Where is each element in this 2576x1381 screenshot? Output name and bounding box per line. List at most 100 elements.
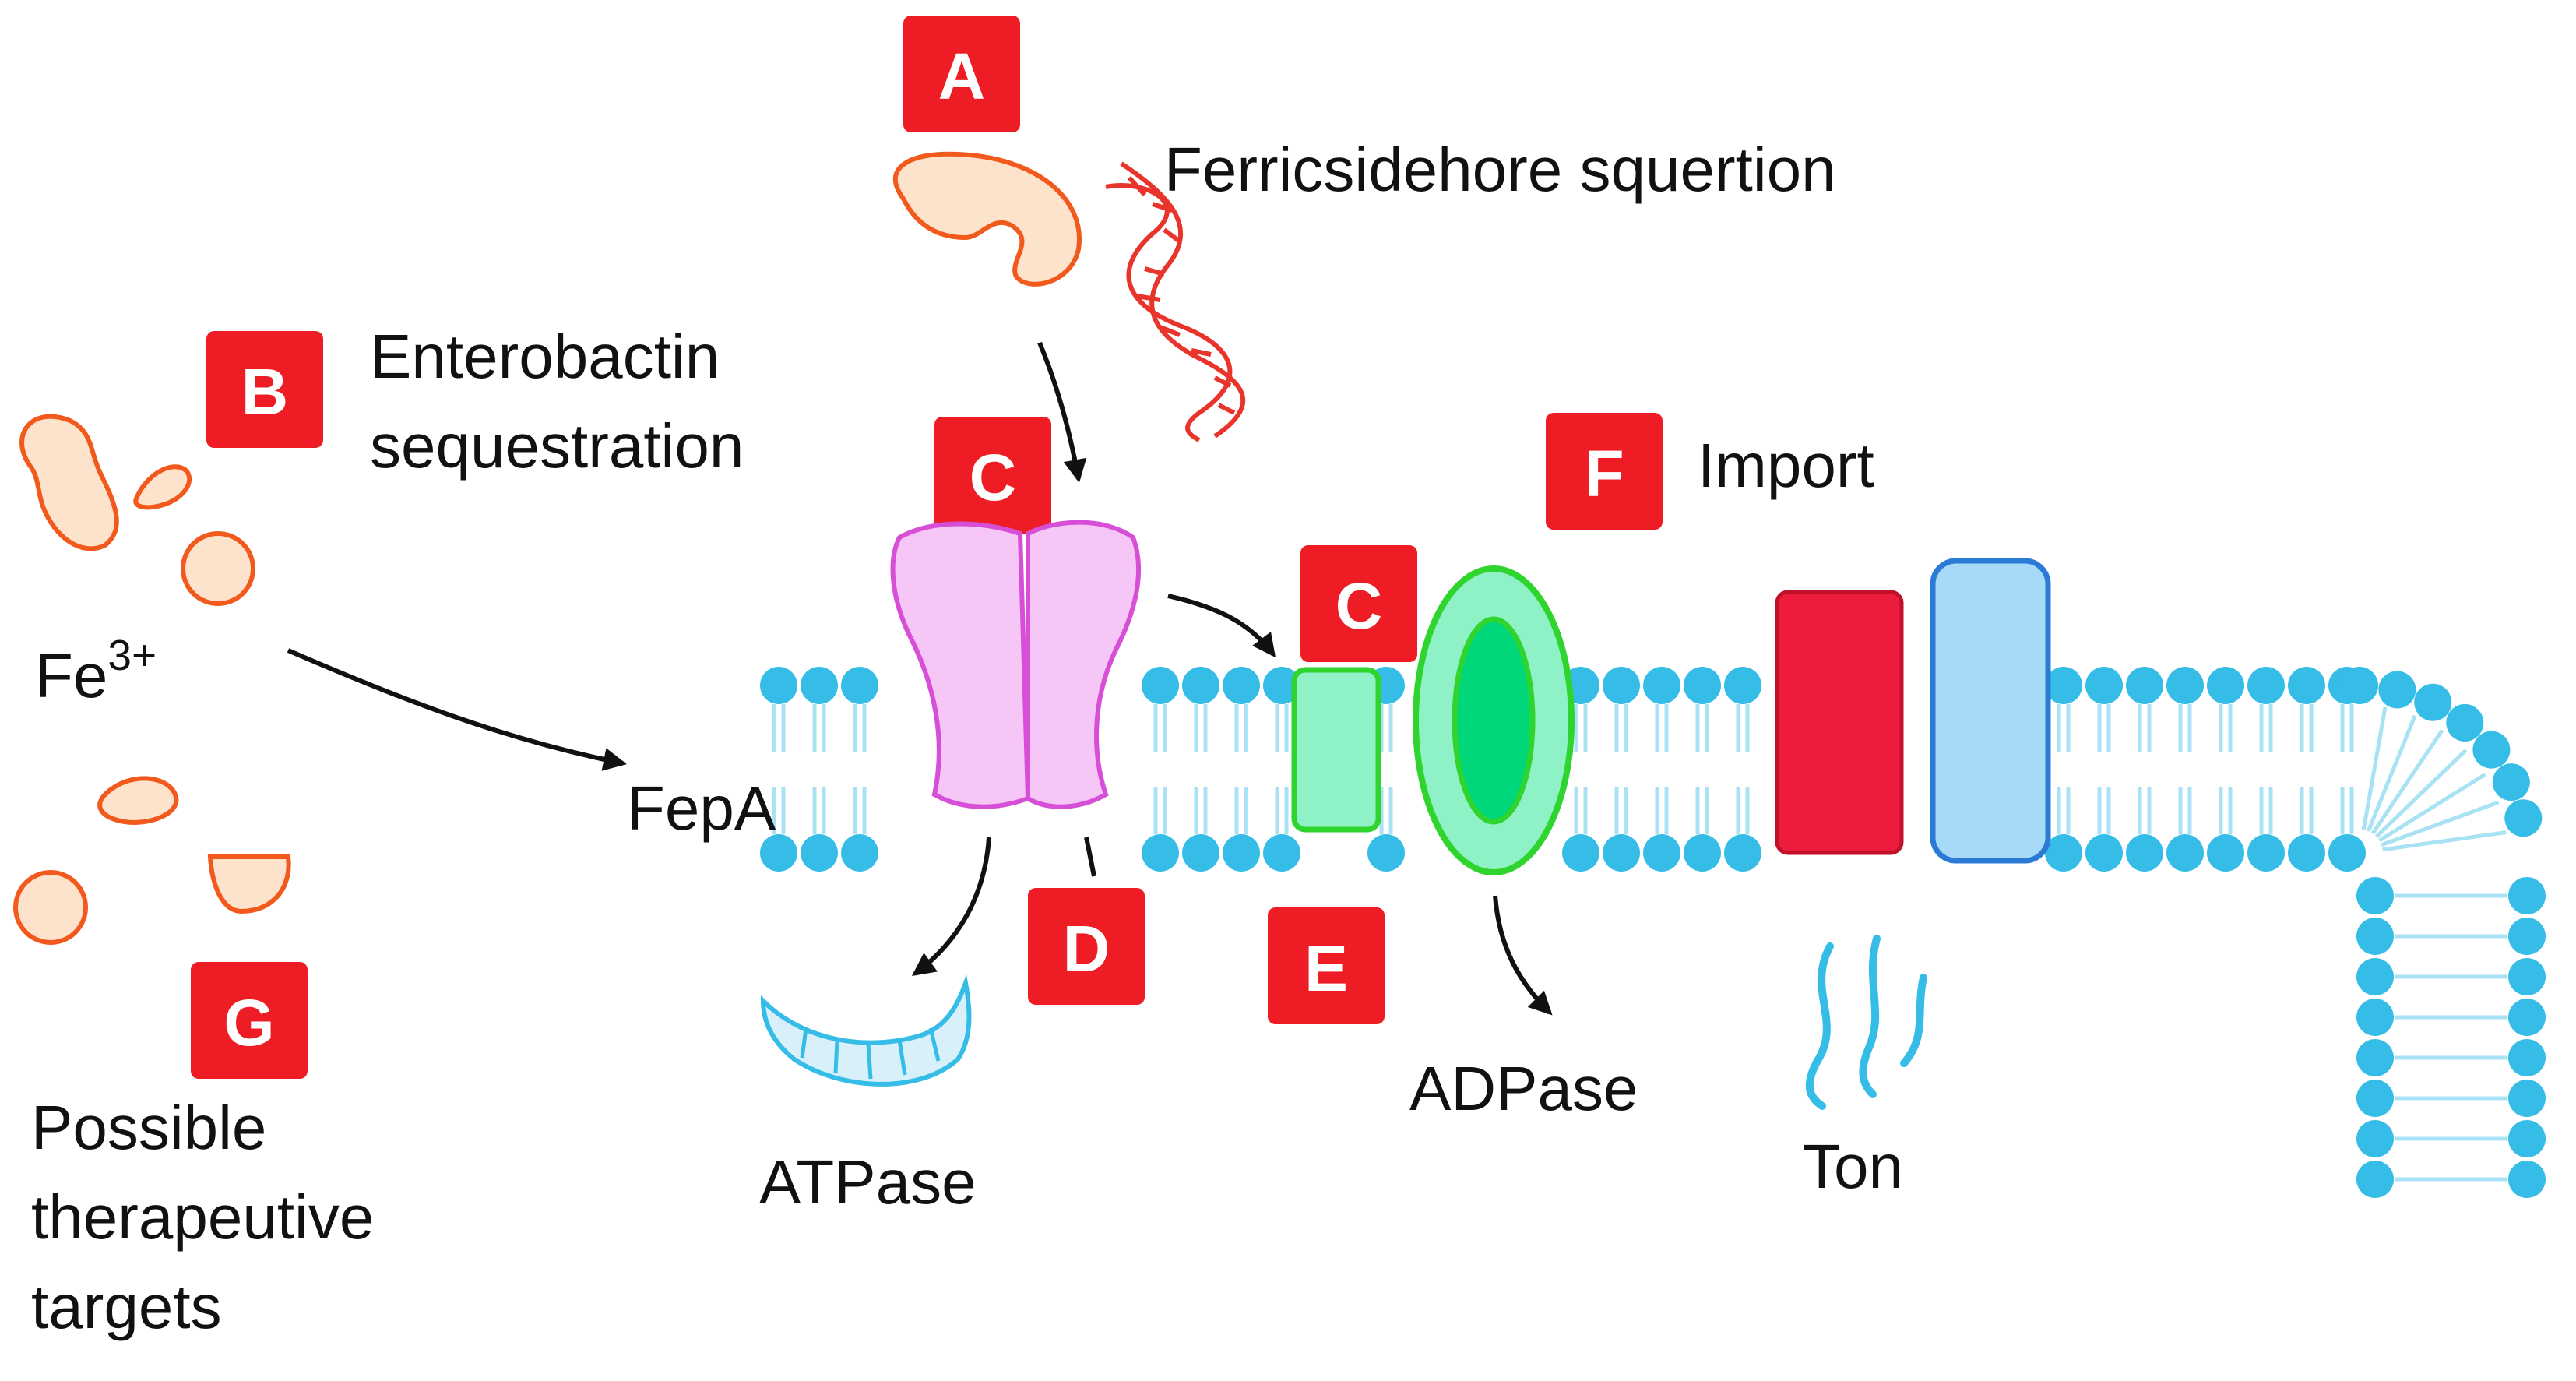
green-channel-small	[1291, 667, 1381, 833]
lipid-tail	[2382, 830, 2507, 852]
lipid-head	[1724, 667, 1761, 704]
lipid-head	[801, 667, 838, 704]
blue-membrane-protein	[1930, 558, 2051, 864]
targets-label-line2: therapeutive	[31, 1182, 374, 1252]
siderophore-kidney-b	[19, 414, 119, 551]
lipid-head	[1724, 834, 1761, 872]
lipid-head	[1142, 667, 1179, 704]
badge-a-letter: A	[938, 40, 986, 113]
lipid-head	[1603, 667, 1640, 704]
siderophore-oval-g1	[97, 776, 179, 825]
lipid-head	[1223, 834, 1260, 872]
lipid-head	[1643, 834, 1680, 872]
badge-f-letter: F	[1584, 437, 1624, 510]
lipid-head	[2085, 667, 2123, 704]
badge-c-bottom: C	[1300, 545, 1417, 662]
lipid-head	[2356, 918, 2394, 955]
lipid-head	[2207, 667, 2244, 704]
green-barrel-transporter	[1413, 565, 1575, 875]
badge-e-letter: E	[1304, 932, 1348, 1005]
pointer-line-d	[1084, 837, 1096, 877]
membrane-tails-top	[772, 704, 2354, 752]
lipid-head	[2508, 958, 2546, 995]
badge-d: D	[1028, 888, 1145, 1005]
lipid-head	[2508, 1161, 2546, 1198]
lipid-head	[1263, 834, 1300, 872]
arrow-a-to-c	[1037, 341, 1087, 483]
enterobactin-label-line2: sequestration	[370, 411, 744, 481]
siderophore-small-b	[133, 464, 192, 510]
badge-c-bottom-letter: C	[1336, 569, 1383, 643]
adpase-label: ADPase	[1409, 1054, 1638, 1123]
lipid-tail	[2378, 773, 2486, 843]
lipid-head	[2446, 703, 2484, 742]
lipid-head	[841, 667, 878, 704]
lipid-head	[2045, 834, 2082, 872]
lipid-head	[2356, 1039, 2394, 1076]
lipid-head	[1367, 834, 1405, 872]
arrow-fepa-to-transporter	[1167, 594, 1276, 657]
siderophore-round-g	[13, 870, 88, 945]
lipid-head	[2492, 763, 2530, 801]
lipid-head	[1263, 667, 1300, 704]
badge-e: E	[1268, 907, 1385, 1024]
fepa-label: FepA	[627, 773, 776, 843]
siderophore-half-g	[207, 854, 291, 914]
lipid-head	[841, 834, 878, 872]
badge-b-letter: B	[241, 355, 289, 428]
lipid-head	[2247, 667, 2285, 704]
lipid-head	[1182, 834, 1219, 872]
lipid-tail	[2381, 800, 2500, 847]
fe3-label: Fe3+	[35, 631, 157, 710]
lipid-tail	[2366, 714, 2417, 833]
lipid-head	[2508, 918, 2546, 955]
badge-d-letter: D	[1063, 912, 1110, 985]
lipid-head	[2508, 1080, 2546, 1117]
lipid-head	[2207, 834, 2244, 872]
arrow-fe-to-fepa	[287, 648, 627, 771]
fe-charge: 3+	[107, 631, 157, 679]
lipid-head	[2472, 731, 2511, 769]
lipid-head	[1223, 667, 1260, 704]
red-membrane-protein	[1775, 590, 1904, 855]
lipid-head	[2166, 834, 2204, 872]
lipid-head	[2356, 1120, 2394, 1157]
lipid-head	[2126, 667, 2163, 704]
targets-label-line3: targets	[31, 1272, 222, 1341]
lipid-head	[1142, 834, 1179, 872]
lipid-head	[760, 834, 797, 872]
lipid-head	[1603, 834, 1640, 872]
membrane-heads-bottom	[760, 834, 2366, 872]
lipid-head	[2288, 667, 2325, 704]
dna-helix-icon	[1105, 161, 1246, 442]
lipid-head	[2508, 1039, 2546, 1076]
enterobactin-label-line1: Enterobactin	[370, 322, 720, 391]
lipid-head	[2356, 877, 2394, 914]
lipid-head	[2247, 834, 2285, 872]
lipid-head	[2414, 683, 2452, 721]
badge-g-letter: G	[223, 986, 274, 1059]
lipid-head	[2288, 834, 2325, 872]
lipid-head	[760, 667, 797, 704]
lipid-head	[1643, 667, 1680, 704]
fe-base: Fe	[35, 641, 107, 710]
lipid-head	[2166, 667, 2204, 704]
lipid-head	[2085, 834, 2123, 872]
arrow-transporter-to-adpase	[1493, 895, 1553, 1016]
lipid-head	[1684, 667, 1721, 704]
lipid-head	[2045, 667, 2082, 704]
atpase-protein-icon	[760, 974, 972, 1087]
lipid-head	[1684, 834, 1721, 872]
lipid-head	[2508, 1120, 2546, 1157]
membrane-heads-top	[760, 667, 2366, 704]
targets-label-line1: Possible	[31, 1093, 266, 1162]
atpase-label: ATPase	[759, 1147, 977, 1217]
badge-c-top-letter: C	[970, 441, 1017, 514]
badge-f: F	[1546, 413, 1663, 530]
lipid-head	[2126, 834, 2163, 872]
membrane-bilayer	[760, 667, 2546, 1198]
badge-a: A	[903, 16, 1020, 132]
lipid-head	[1182, 667, 1219, 704]
siderophore-kidney-a	[892, 151, 1082, 287]
